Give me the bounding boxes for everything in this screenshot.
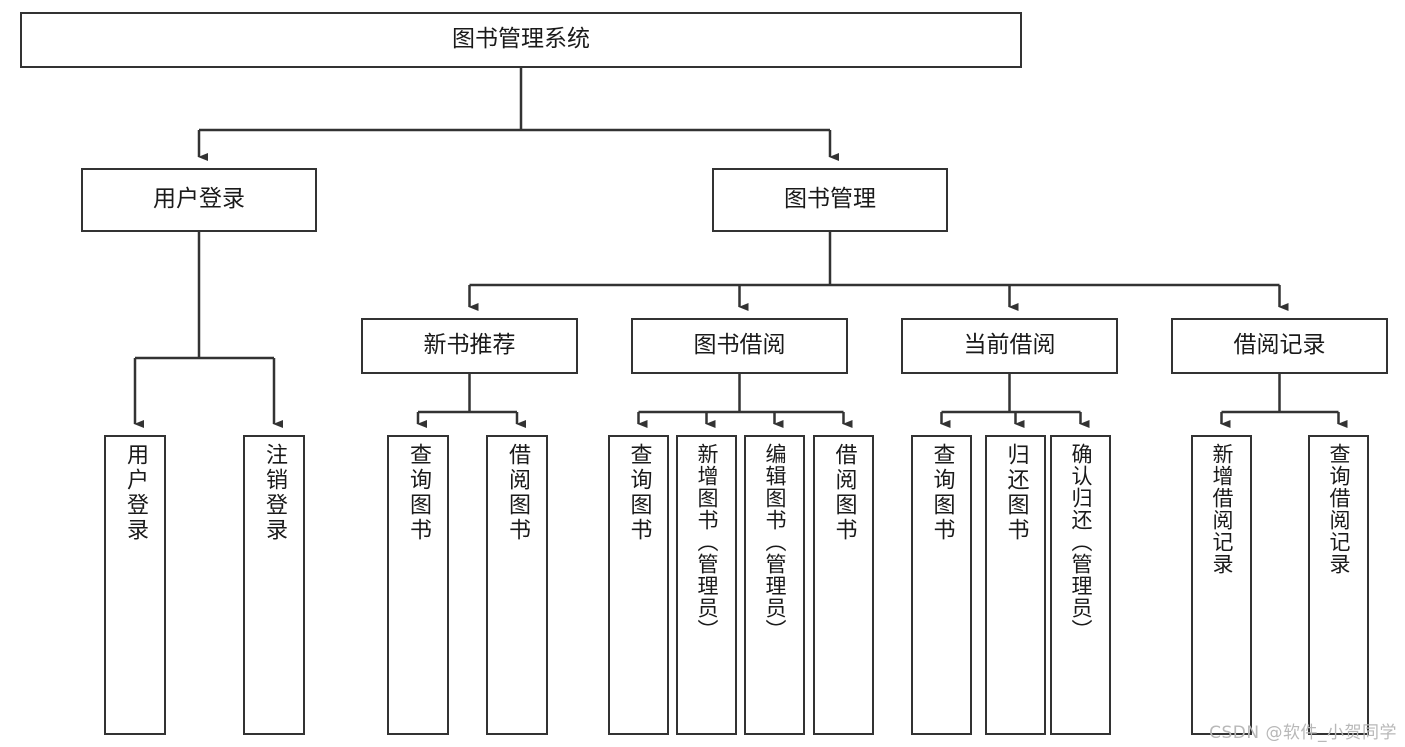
node-label: 图书管理 xyxy=(784,186,876,213)
node-leaf-cb-confirm[interactable]: 确认归还（管理员） xyxy=(1050,435,1111,735)
node-label: 借阅记录 xyxy=(1233,332,1326,359)
node-leaf-cb-query[interactable]: 查询图书 xyxy=(911,435,972,735)
node-new-book-rec[interactable]: 新书推荐 xyxy=(361,318,578,374)
node-label: 借阅图书 xyxy=(831,443,857,543)
node-label: 当前借阅 xyxy=(963,332,1056,359)
node-leaf-rec-query[interactable]: 查询图书 xyxy=(387,435,449,735)
node-label: 用户登录 xyxy=(153,186,245,213)
node-label: 归还图书 xyxy=(1003,443,1029,543)
node-borrow-record[interactable]: 借阅记录 xyxy=(1171,318,1388,374)
node-label: 新书推荐 xyxy=(423,332,516,359)
node-current-borrow[interactable]: 当前借阅 xyxy=(901,318,1118,374)
node-leaf-bb-borrow[interactable]: 借阅图书 xyxy=(813,435,874,735)
node-leaf-bb-add[interactable]: 新增图书（管理员） xyxy=(676,435,737,735)
node-label: 查询图书 xyxy=(406,443,431,543)
node-leaf-br-query[interactable]: 查询借阅记录 xyxy=(1308,435,1369,735)
node-root[interactable]: 图书管理系统 xyxy=(20,12,1022,68)
node-book-manage[interactable]: 图书管理 xyxy=(712,168,948,232)
node-label: 借阅图书 xyxy=(505,443,530,543)
node-label: 新增借阅记录 xyxy=(1210,443,1234,575)
node-leaf-user-login[interactable]: 用户登录 xyxy=(104,435,166,735)
node-label: 用户登录 xyxy=(123,443,148,543)
node-leaf-br-add[interactable]: 新增借阅记录 xyxy=(1191,435,1252,735)
node-leaf-rec-borrow[interactable]: 借阅图书 xyxy=(486,435,548,735)
node-leaf-user-logout[interactable]: 注销登录 xyxy=(243,435,305,735)
node-leaf-bb-query[interactable]: 查询图书 xyxy=(608,435,669,735)
node-user-login[interactable]: 用户登录 xyxy=(81,168,317,232)
node-leaf-bb-edit[interactable]: 编辑图书（管理员） xyxy=(744,435,805,735)
node-label: 注销登录 xyxy=(262,443,287,543)
node-label: 查询图书 xyxy=(626,443,652,543)
node-label: 查询借阅记录 xyxy=(1327,443,1351,575)
node-label: 编辑图书（管理员） xyxy=(763,443,787,641)
node-label: 确认归还（管理员） xyxy=(1069,443,1093,641)
node-label: 图书管理系统 xyxy=(452,26,590,53)
node-book-borrow[interactable]: 图书借阅 xyxy=(631,318,848,374)
node-label: 图书借阅 xyxy=(693,332,786,359)
node-label: 新增图书（管理员） xyxy=(695,443,719,641)
node-label: 查询图书 xyxy=(929,443,955,543)
node-leaf-cb-return[interactable]: 归还图书 xyxy=(985,435,1046,735)
